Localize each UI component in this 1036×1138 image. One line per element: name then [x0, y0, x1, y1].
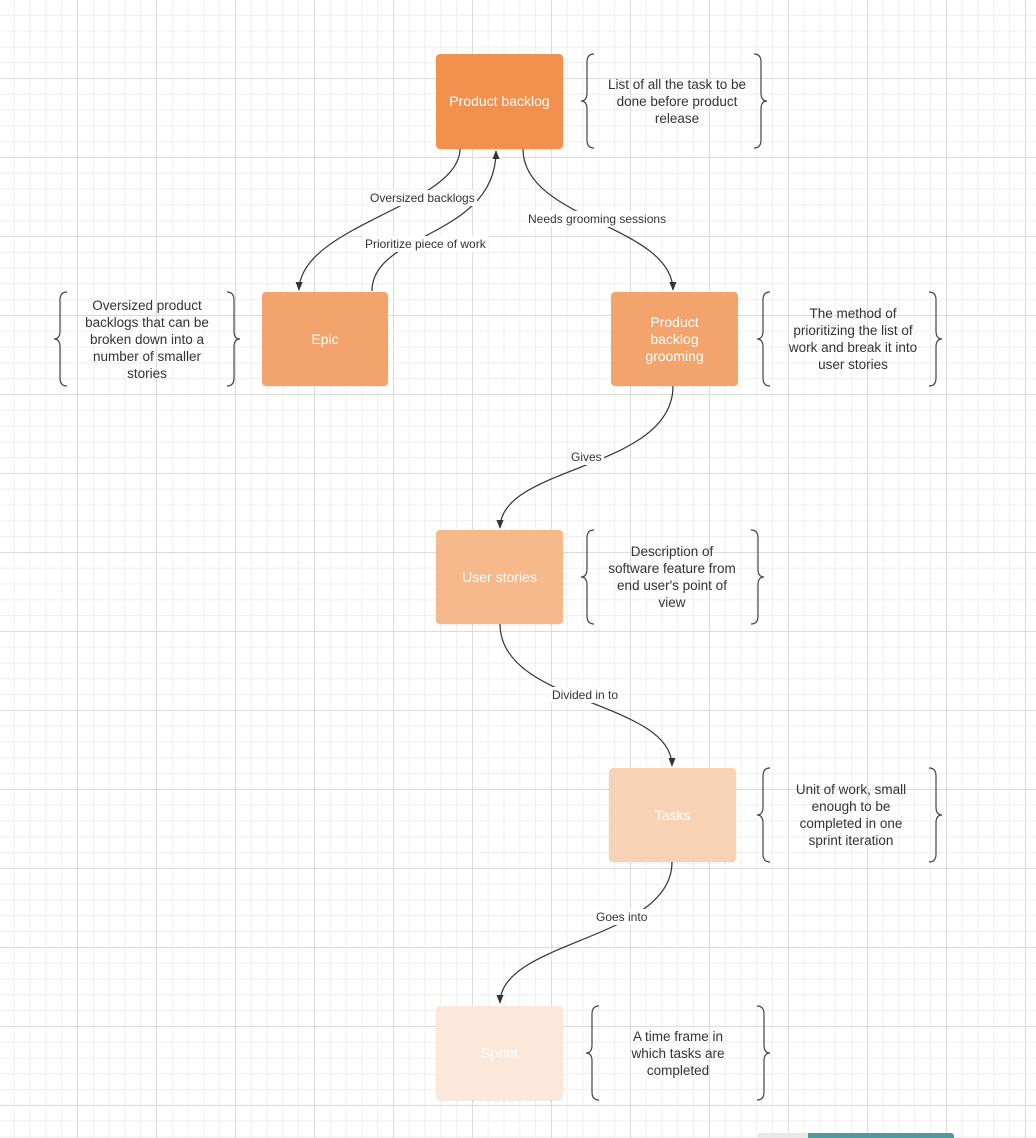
- node-epic[interactable]: Epic: [262, 292, 388, 386]
- brace-left-sprint: [585, 1005, 600, 1101]
- brace-left-user-stories: [580, 529, 595, 625]
- edge-label-oversized-backlogs: Oversized backlogs: [368, 190, 477, 206]
- note-user-stories-text: Description of software feature from end…: [608, 544, 736, 610]
- edge-label-divided-in-to: Divided in to: [550, 687, 621, 703]
- edge-label-gives: Gives: [569, 449, 604, 465]
- note-grooming-text: The method of prioritizing the list of w…: [788, 306, 918, 372]
- node-tasks-label: Tasks: [654, 806, 691, 823]
- brace-left-tasks: [756, 767, 771, 863]
- note-product-backlog[interactable]: List of all the task to be done before p…: [600, 54, 754, 148]
- note-user-stories[interactable]: Description of software feature from end…: [598, 530, 746, 624]
- edge-oversized-backlogs: [295, 148, 461, 291]
- note-epic[interactable]: Oversized product backlogs that can be b…: [72, 292, 222, 386]
- node-product-backlog[interactable]: Product backlog: [436, 54, 563, 149]
- brace-left-product-backlog: [580, 53, 595, 149]
- bottom-toolbar-edge[interactable]: [758, 1133, 954, 1138]
- edge-label-prioritize-piece-of-work: Prioritize piece of work: [363, 236, 488, 252]
- node-sprint[interactable]: Sprint: [436, 1006, 563, 1100]
- edge-label-goes-into: Goes into: [594, 909, 650, 925]
- edge-prioritize-piece-of-work: [371, 150, 500, 292]
- note-product-backlog-text: List of all the task to be done before p…: [607, 76, 747, 126]
- node-sprint-label: Sprint: [481, 1044, 518, 1061]
- node-product-backlog-grooming-label: Product backlog grooming: [645, 313, 704, 364]
- brace-right-sprint: [756, 1005, 771, 1101]
- note-epic-text: Oversized product backlogs that can be b…: [85, 297, 209, 381]
- note-tasks[interactable]: Unit of work, small enough to be complet…: [778, 768, 924, 862]
- brace-left-epic: [53, 291, 68, 387]
- edge-goes-into: [496, 861, 673, 1004]
- node-product-backlog-grooming[interactable]: Product backlog grooming: [611, 292, 738, 386]
- note-grooming[interactable]: The method of prioritizing the list of w…: [776, 292, 930, 386]
- brace-right-user-stories: [750, 529, 765, 625]
- edge-label-needs-grooming-sessions: Needs grooming sessions: [526, 211, 669, 227]
- node-user-stories[interactable]: User stories: [436, 530, 563, 624]
- brace-right-grooming: [928, 291, 943, 387]
- node-epic-label: Epic: [311, 330, 339, 347]
- braces: [53, 53, 943, 1101]
- note-tasks-text: Unit of work, small enough to be complet…: [795, 782, 907, 848]
- brace-left-grooming: [756, 291, 771, 387]
- brace-right-epic: [226, 291, 241, 387]
- note-sprint[interactable]: A time frame in which tasks are complete…: [608, 1006, 748, 1100]
- note-sprint-text: A time frame in which tasks are complete…: [631, 1028, 725, 1078]
- brace-right-tasks: [928, 767, 943, 863]
- node-user-stories-label: User stories: [462, 568, 537, 585]
- node-tasks[interactable]: Tasks: [609, 768, 736, 862]
- node-product-backlog-label: Product backlog: [449, 93, 550, 109]
- bottom-toolbar-edge-left: [758, 1133, 808, 1138]
- brace-right-product-backlog: [753, 53, 768, 149]
